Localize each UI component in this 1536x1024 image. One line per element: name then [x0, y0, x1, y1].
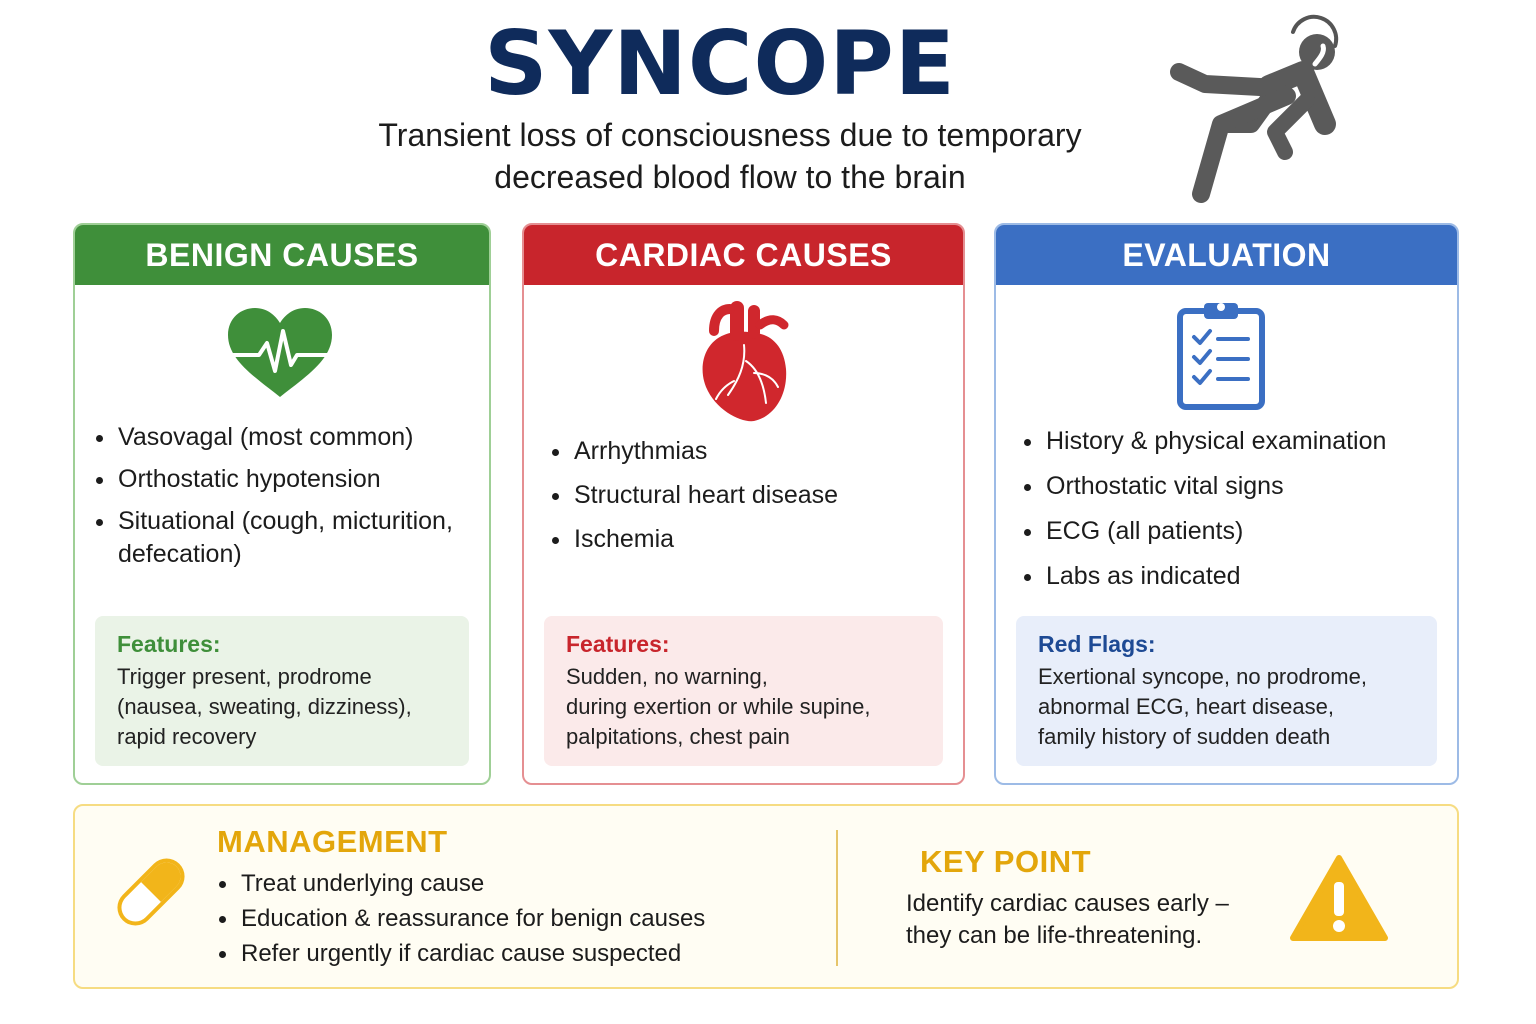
panel-divider: [836, 830, 838, 966]
anatomical-heart-icon: [702, 301, 789, 422]
list-item: Orthostatic hypotension: [96, 463, 486, 496]
cardiac-causes-list: Arrhythmias Structural heart disease Isc…: [552, 435, 952, 556]
management-title: MANAGEMENT: [217, 824, 448, 859]
red-flags-title: Red Flags:: [1038, 631, 1156, 657]
list-item: Education & reassurance for benign cause…: [217, 901, 705, 936]
cardiac-features-box: Features: Sudden, no warning, during exe…: [544, 616, 943, 766]
management-list: Treat underlying cause Education & reass…: [217, 866, 705, 971]
list-item: Labs as indicated: [1024, 560, 1449, 593]
benign-causes-header: BENIGN CAUSES: [75, 225, 489, 285]
page-subtitle: Transient loss of consciousness due to t…: [378, 117, 1082, 195]
cardiac-features-text: Sudden, no warning, during exertion or w…: [566, 664, 871, 749]
list-item: ECG (all patients): [1024, 515, 1449, 548]
key-point-text: Identify cardiac causes early – they can…: [906, 890, 1229, 949]
key-point-title: KEY POINT: [920, 844, 1092, 879]
list-item: Structural heart disease: [552, 479, 952, 512]
evaluation-card: EVALUATION History & physical examinatio…: [994, 223, 1459, 785]
list-item: Situational (cough, micturition, defecat…: [96, 505, 486, 571]
list-item: Vasovagal (most common): [96, 421, 486, 454]
benign-causes-card: BENIGN CAUSES Vasovagal (most common) Or…: [73, 223, 491, 785]
list-item: History & physical examination: [1024, 425, 1449, 458]
cardiac-causes-card: CARDIAC CAUSES Arrhythmias Structural he…: [522, 223, 965, 785]
benign-features-box: Features: Trigger present, prodrome (nau…: [95, 616, 469, 766]
benign-causes-list: Vasovagal (most common) Orthostatic hypo…: [96, 421, 486, 571]
red-flags-box: Red Flags: Exertional syncope, no prodro…: [1016, 616, 1437, 766]
management-keypoint-panel: MANAGEMENT Treat underlying cause Educat…: [73, 804, 1459, 989]
fainting-person-icon: [1170, 14, 1339, 203]
evaluation-list: History & physical examination Orthostat…: [1024, 425, 1449, 593]
clipboard-checklist-icon: [1177, 303, 1265, 410]
red-flags-text: Exertional syncope, no prodrome, abnorma…: [1038, 664, 1367, 749]
warning-triangle-icon: [1290, 855, 1388, 941]
list-item: Treat underlying cause: [217, 866, 705, 901]
cardiac-causes-header: CARDIAC CAUSES: [524, 225, 963, 285]
page-title: SYNCOPE: [484, 12, 956, 115]
list-item: Ischemia: [552, 523, 952, 556]
list-item: Arrhythmias: [552, 435, 952, 468]
cardiac-features-title: Features:: [566, 631, 670, 657]
pill-capsule-icon: [117, 858, 185, 926]
benign-features-text: Trigger present, prodrome (nausea, sweat…: [117, 664, 412, 749]
heart-pulse-icon: [228, 308, 332, 397]
list-item: Orthostatic vital signs: [1024, 470, 1449, 503]
evaluation-header: EVALUATION: [996, 225, 1457, 285]
benign-features-title: Features:: [117, 631, 221, 657]
list-item: Refer urgently if cardiac cause suspecte…: [217, 936, 705, 971]
